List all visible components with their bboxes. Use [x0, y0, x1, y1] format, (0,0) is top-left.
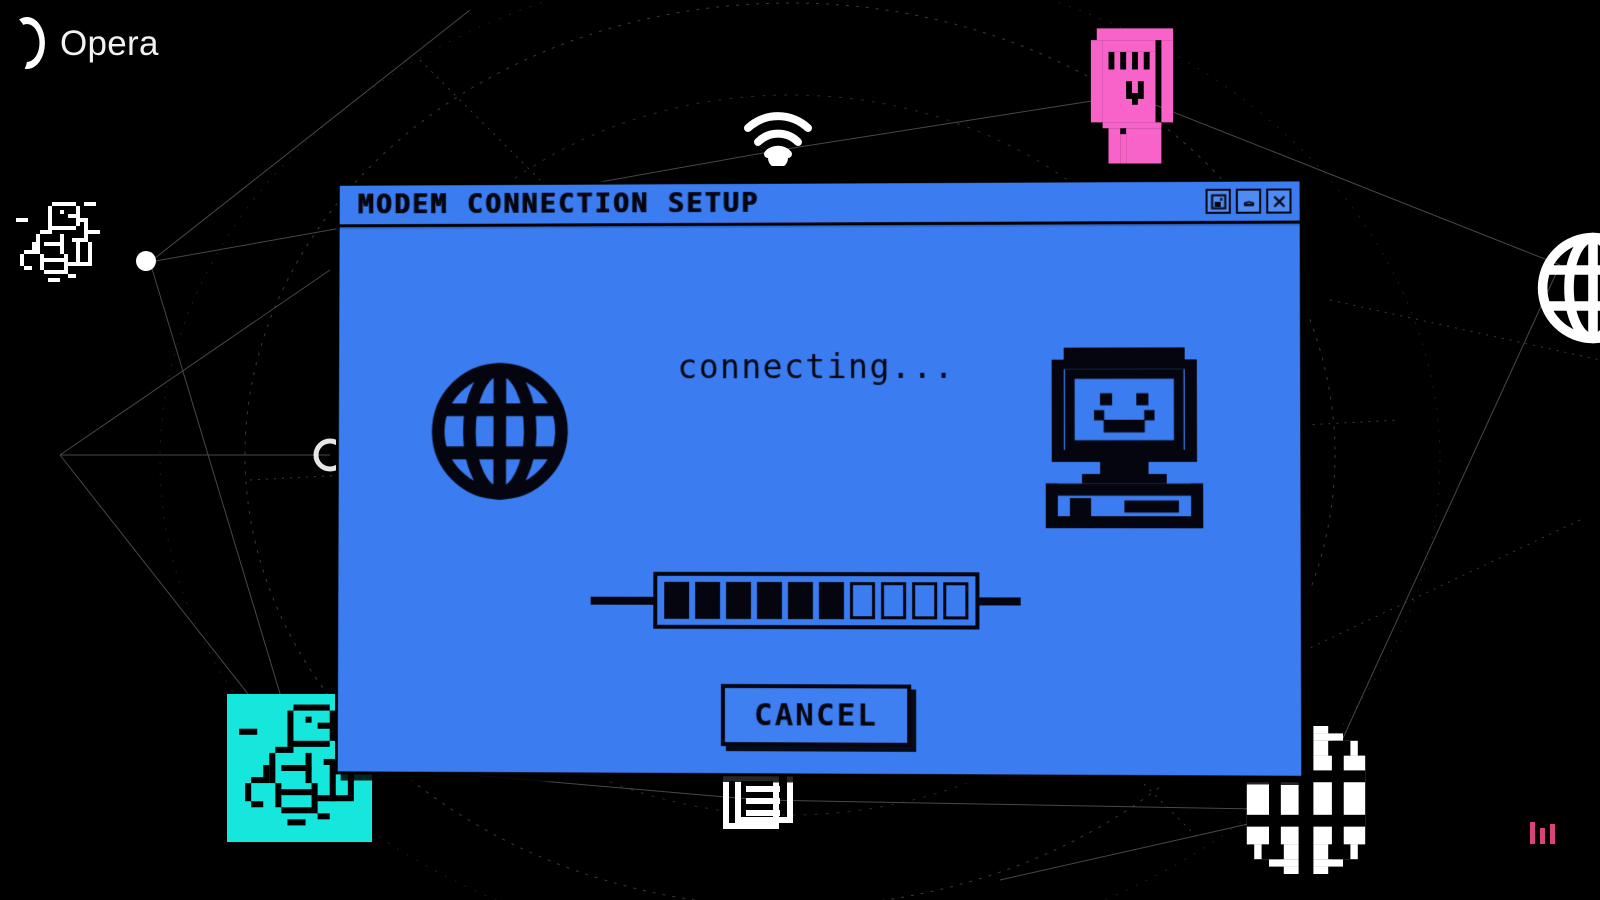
connection-diagram [339, 346, 1301, 615]
progress-segment [726, 581, 752, 619]
dialog-title: MODEM CONNECTION SETUP [357, 187, 760, 221]
wifi-icon [744, 112, 812, 166]
opera-o-icon [7, 15, 45, 81]
opera-logo: Opera [4, 14, 159, 81]
progress-segment [756, 581, 782, 620]
dino-sprite-white [16, 202, 100, 282]
close-icon [1271, 193, 1287, 209]
brand-name: Opera [60, 23, 159, 63]
progress-segment [881, 582, 907, 620]
window-controls [1205, 188, 1292, 214]
restore-button[interactable] [1205, 188, 1231, 214]
restore-icon [1210, 193, 1226, 209]
progress-segment [664, 581, 690, 619]
dialog-titlebar[interactable]: MODEM CONNECTION SETUP [339, 181, 1300, 228]
globe-icon [1246, 726, 1366, 874]
globe-icon [1537, 232, 1600, 344]
desktop-computer-smiley-icon [1045, 347, 1204, 529]
close-button[interactable] [1266, 188, 1292, 214]
progress-segment [695, 581, 721, 619]
dialog-body: connecting... [337, 223, 1302, 776]
progress-segment [787, 582, 813, 620]
progress-segment [943, 582, 969, 620]
modem-connection-dialog: MODEM CONNECTION SETUP [334, 178, 1305, 779]
orbit-dot [136, 251, 156, 271]
ethernet-plug-icon [1090, 28, 1174, 164]
progress-segment [849, 582, 876, 620]
globe-wireframe-icon [425, 356, 574, 507]
minimize-button[interactable] [1235, 188, 1262, 214]
cancel-button[interactable]: CANCEL [720, 683, 912, 747]
cancel-button-label: CANCEL [753, 697, 879, 734]
minimize-icon [1240, 193, 1256, 209]
progress-segment [818, 582, 844, 620]
window-icon [723, 770, 793, 829]
progress-bar [653, 571, 980, 630]
progress-segment [912, 582, 938, 620]
